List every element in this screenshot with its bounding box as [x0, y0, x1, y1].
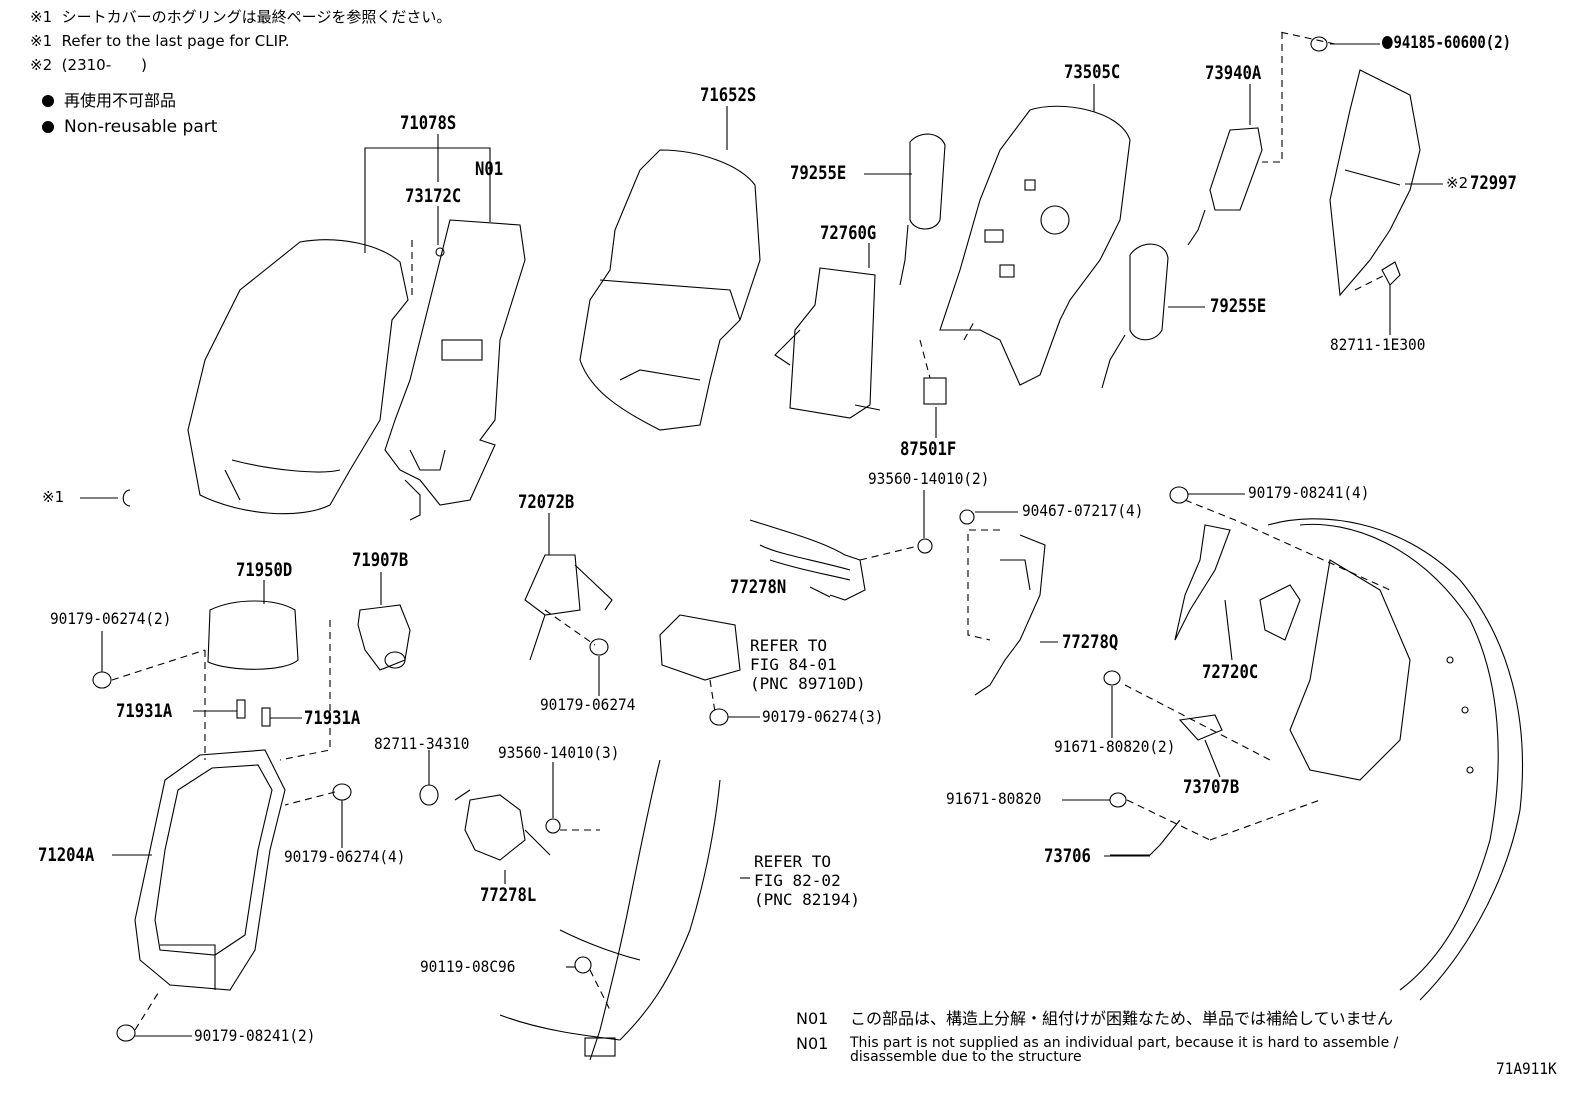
part-label: 93560-14010(3) — [498, 743, 620, 762]
cushion-cover — [579, 149, 761, 431]
part-label: 71652S — [700, 84, 757, 106]
part-label: 90179-06274(3) — [762, 707, 884, 726]
refer-block-84-01: REFER TO FIG 84-01 (PNC 89710D) — [750, 636, 866, 693]
seatback-frame-board — [939, 105, 1131, 386]
part-label: 72720C — [1202, 661, 1259, 683]
part-label: 79255E — [790, 162, 847, 184]
part-label: 87501F — [900, 438, 957, 460]
part-label: 77278Q — [1062, 631, 1119, 653]
harness-77278L — [454, 789, 551, 861]
clip-ref-mark: ※1 — [42, 488, 65, 506]
part-label: 77278L — [480, 884, 537, 906]
part-label: 79255E — [1210, 295, 1267, 317]
main-harness — [499, 759, 721, 1061]
note-2: ※2 (2310- ) — [30, 56, 147, 74]
ecu-module — [659, 614, 741, 681]
seatback-pad — [384, 219, 526, 506]
harness-77278Q — [974, 534, 1046, 696]
headrest-guide-b — [261, 707, 271, 727]
nut-90179-06274-d — [332, 783, 352, 801]
seat-base-outline — [1267, 518, 1524, 1001]
part-label: 77278N — [730, 576, 787, 598]
part-label: 73707B — [1183, 776, 1240, 798]
refer-block-82-02: REFER TO FIG 82-02 (PNC 82194) — [754, 852, 860, 909]
sensor-unit — [1209, 127, 1263, 211]
part-label: 82711-34310 — [374, 734, 470, 753]
headrest-guide-a — [236, 699, 246, 719]
non-reusable-bullet-icon — [1382, 36, 1393, 49]
nut-90179-08241-a — [1169, 486, 1189, 504]
part-label-non-reusable: 94185-60600(2) — [1382, 35, 1511, 52]
part-label: 90119-08C96 — [420, 957, 516, 976]
clip-82711-1E300 — [1381, 261, 1401, 286]
footnote-text-jp: この部品は、構造上分解・組付けが困難なため、単品では補給していません — [850, 1009, 1394, 1028]
part-label: 71204A — [38, 844, 95, 866]
non-reusable-bullet-icon — [42, 121, 54, 133]
bracket-73707B — [1178, 714, 1223, 741]
part-label: 73940A — [1205, 62, 1262, 84]
side-cover — [1329, 69, 1421, 297]
bolt-93560-b — [545, 818, 561, 834]
part-label: 73706 — [1044, 845, 1091, 867]
part-label: 71078S — [400, 112, 457, 134]
non-reusable-bullet-icon — [42, 95, 54, 107]
part-label: 72760G — [820, 222, 877, 244]
cushion-pad — [789, 267, 876, 419]
bolt-93560-a — [917, 538, 933, 554]
nut-90179-08241-b — [116, 1024, 136, 1042]
part-label: 72072B — [518, 491, 575, 513]
part-label: 91671-80820 — [946, 789, 1042, 808]
part-label: 90179-08241(2) — [194, 1026, 316, 1045]
part-label: 93560-14010(2) — [868, 469, 990, 488]
figure-id: 71A911K — [1496, 1059, 1557, 1078]
footnote-code-en: N01 — [796, 1034, 829, 1053]
note-1-en: ※1 Refer to the last page for CLIP. — [30, 32, 290, 50]
lumbar-bracket — [524, 554, 581, 616]
part-label: 72997 — [1470, 172, 1517, 194]
nut-90179-06274-b — [589, 638, 609, 656]
note-1-jp: ※1 シートカバーのホグリングは最終ページを参照ください。 — [30, 8, 452, 26]
legend-jp: 再使用不可部品 — [42, 93, 176, 109]
part-mark: ※2 — [1446, 174, 1469, 192]
part-label: 90179-06274(2) — [50, 609, 172, 628]
nut-90179-06274-a — [92, 671, 112, 689]
part-label: 90179-06274(4) — [284, 847, 406, 866]
airbag-pad-lower — [1129, 243, 1169, 341]
airbag-pad-upper — [909, 133, 946, 230]
heater-module — [923, 377, 947, 405]
part-label: 90179-06274 — [540, 695, 636, 714]
part-label: 91671-80820(2) — [1054, 737, 1176, 756]
clip-82711-34310 — [419, 784, 439, 806]
clip-94185 — [1310, 36, 1328, 52]
legend-en: Non-reusable part — [42, 119, 217, 136]
part-label: 73505C — [1064, 61, 1121, 83]
lumbar-motor — [357, 604, 411, 671]
footnote-code-jp: N01 — [796, 1009, 829, 1028]
bolt-91671-a — [1103, 670, 1121, 686]
part-label: 90467-07217(4) — [1022, 501, 1144, 520]
seatback-cover — [187, 239, 409, 515]
screw-90467 — [959, 509, 975, 525]
part-label: 90179-08241(4) — [1248, 483, 1370, 502]
part-label: N01 — [475, 158, 504, 180]
part-label: 71931A — [116, 700, 173, 722]
bolt-90119 — [574, 956, 592, 974]
clip-symbol — [122, 489, 131, 507]
part-label: 82711-1E300 — [1330, 335, 1426, 354]
nut-90179-06274-c — [709, 708, 729, 726]
bracket-72720C — [1174, 524, 1301, 641]
bolt-91671-b — [1109, 792, 1127, 808]
headrest — [207, 600, 299, 670]
part-label: 73172C — [405, 185, 462, 207]
seatback-frame — [134, 749, 286, 991]
part-label: 71907B — [352, 549, 409, 571]
wire-73706 — [1110, 819, 1181, 856]
part-label: 71931A — [304, 707, 361, 729]
harness-77278N — [749, 519, 866, 601]
part-label: 71950D — [236, 559, 293, 581]
footnote-text-en: This part is not supplied as an individu… — [850, 1035, 1399, 1065]
